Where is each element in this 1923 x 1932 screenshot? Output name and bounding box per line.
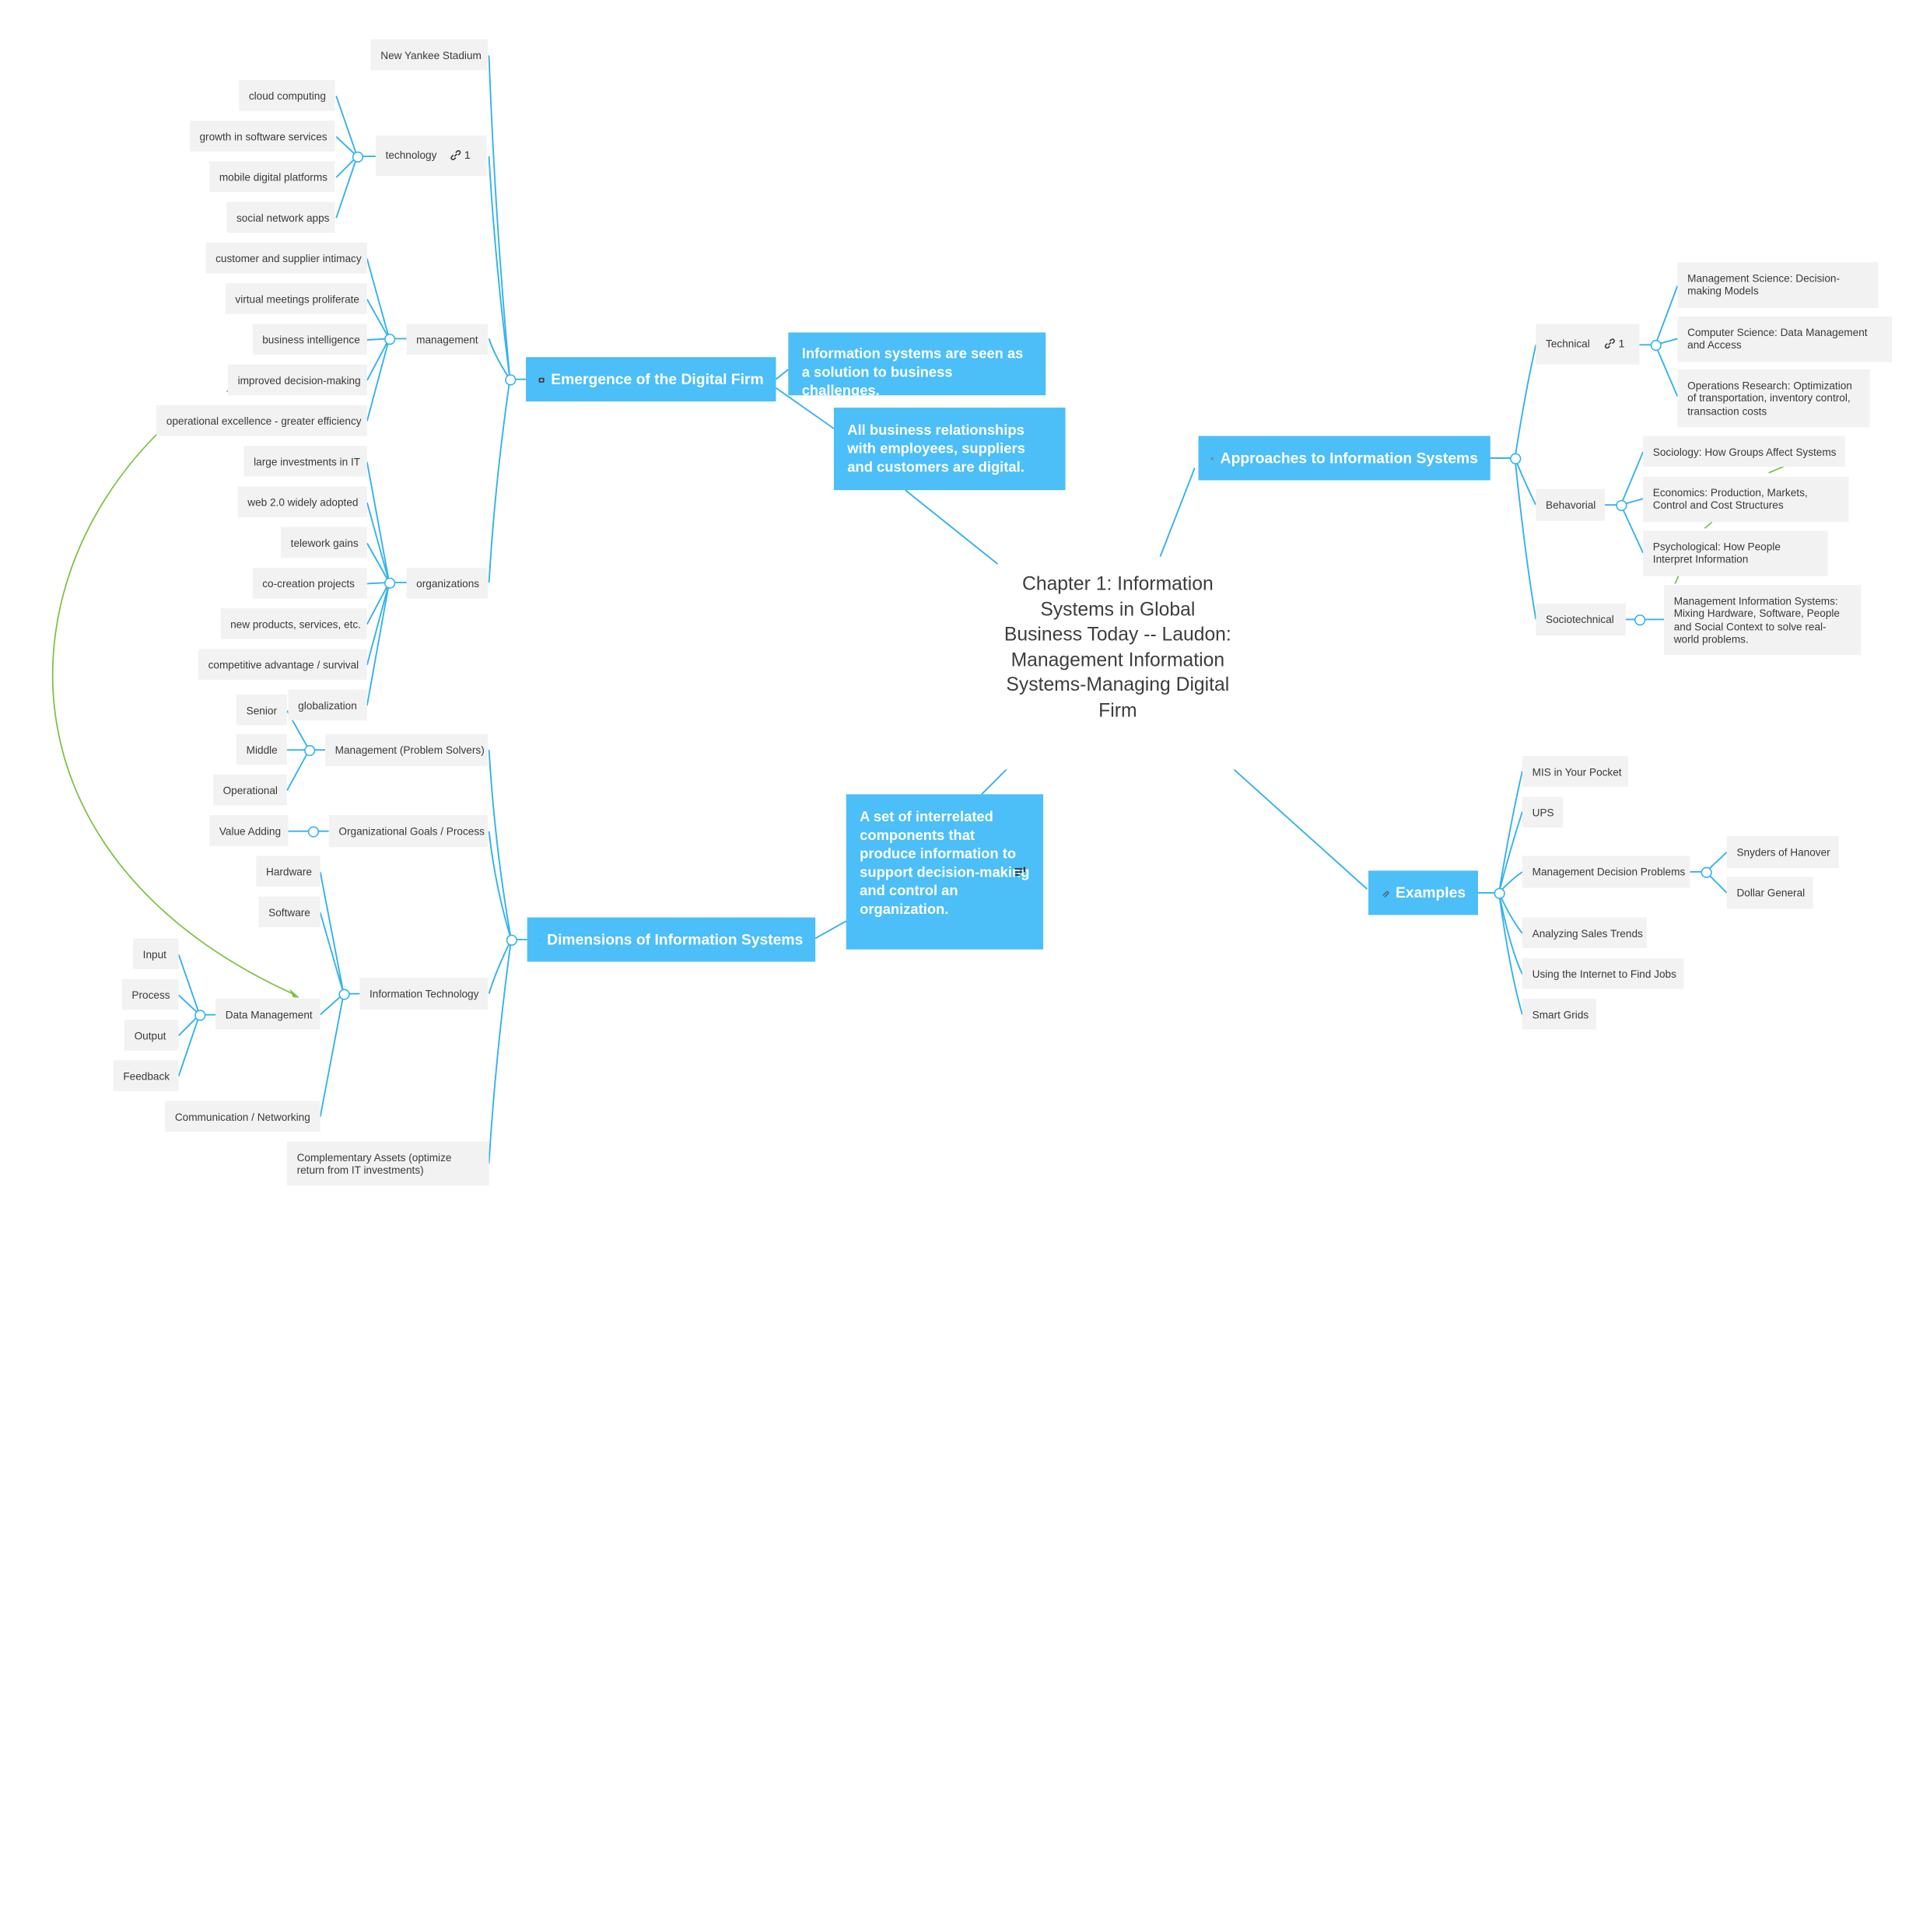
list-item[interactable]: competitive advantage / survival xyxy=(198,649,367,680)
list-item[interactable]: operational excellence - greater efficie… xyxy=(156,405,367,436)
list-item[interactable]: Psychological: How People Interpret Info… xyxy=(1643,530,1827,576)
list-item[interactable]: Value Adding xyxy=(209,815,288,846)
node-management[interactable]: management xyxy=(406,324,487,355)
list-item[interactable]: Management Information Systems: Mixing H… xyxy=(1664,585,1861,655)
topic-label: Approaches to Information Systems xyxy=(1221,450,1478,467)
link-count-badge[interactable]: 1 xyxy=(450,149,471,162)
callout-digital-relationships[interactable]: All business relationships with employee… xyxy=(834,408,1066,490)
list-item[interactable]: improved decision-making xyxy=(228,365,367,396)
node-technology[interactable]: technology 1 xyxy=(376,135,486,176)
central-topic[interactable]: Chapter 1: Information Systems in Global… xyxy=(1004,572,1231,725)
note-icon xyxy=(1015,867,1026,877)
junction-dot xyxy=(505,374,516,385)
list-item[interactable]: Senior xyxy=(236,695,287,726)
junction-dot xyxy=(1616,500,1627,511)
node-label: technology xyxy=(386,149,437,162)
node-new-yankee-stadium[interactable]: New Yankee Stadium xyxy=(371,40,488,71)
node-organizational-goals[interactable]: Organizational Goals / Process xyxy=(329,815,488,847)
list-item[interactable]: MIS in Your Pocket xyxy=(1522,756,1628,787)
callout-interrelated-components[interactable]: A set of interrelated components that pr… xyxy=(846,794,1043,949)
list-item[interactable]: growth in software services xyxy=(190,121,335,152)
list-item[interactable]: Management Science: Decision-making Mode… xyxy=(1677,262,1878,308)
node-data-management[interactable]: Data Management xyxy=(215,999,320,1030)
list-item[interactable]: Feedback xyxy=(114,1060,179,1091)
list-item[interactable]: new products, services, etc. xyxy=(220,608,366,639)
list-item[interactable]: telework gains xyxy=(281,527,367,558)
list-item[interactable]: Hardware xyxy=(256,856,320,887)
list-item[interactable]: Operational xyxy=(213,775,287,806)
topic-examples[interactable]: Examples xyxy=(1368,870,1478,915)
node-management-decision-problems[interactable]: Management Decision Problems xyxy=(1522,856,1690,887)
list-item[interactable]: Output xyxy=(124,1020,179,1051)
list-item[interactable]: Sociology: How Groups Affect Systems xyxy=(1643,436,1845,467)
list-item[interactable]: mobile digital platforms xyxy=(209,161,335,192)
node-behavioral[interactable]: Behavorial xyxy=(1536,489,1605,521)
node-information-technology[interactable]: Information Technology xyxy=(359,978,488,1010)
node-organizations[interactable]: organizations xyxy=(406,568,487,599)
list-item[interactable]: Computer Science: Data Management and Ac… xyxy=(1677,317,1891,362)
list-item[interactable]: Software xyxy=(258,897,320,928)
list-item[interactable]: Economics: Production, Markets, Control … xyxy=(1643,477,1848,523)
list-item[interactable]: UPS xyxy=(1522,796,1563,828)
link-count: 1 xyxy=(1618,338,1624,350)
book-icon xyxy=(1210,451,1214,464)
list-item[interactable]: business intelligence xyxy=(253,324,367,355)
junction-dot xyxy=(1701,867,1712,878)
junction-dot xyxy=(1494,888,1505,899)
list-item[interactable]: Communication / Networking xyxy=(165,1101,320,1132)
node-sociotechnical[interactable]: Sociotechnical xyxy=(1536,604,1626,635)
list-item[interactable]: Smart Grids xyxy=(1522,999,1596,1030)
list-item[interactable]: social network apps xyxy=(226,202,335,233)
list-item[interactable]: large investments in IT xyxy=(243,446,366,477)
junction-dot xyxy=(338,989,349,999)
callout-text: A set of interrelated components that pr… xyxy=(860,809,1029,917)
topic-label: Examples xyxy=(1396,884,1466,901)
list-item[interactable]: Analyzing Sales Trends xyxy=(1522,918,1647,949)
node-management-problem-solvers[interactable]: Management (Problem Solvers) xyxy=(325,734,488,766)
node-technical[interactable]: Technical 1 xyxy=(1536,324,1639,364)
list-item[interactable]: web 2.0 widely adopted xyxy=(238,486,367,517)
junction-dot xyxy=(1510,453,1521,464)
node-complementary-assets[interactable]: Complementary Assets (optimize return fr… xyxy=(287,1142,489,1186)
list-item[interactable]: globalization xyxy=(288,690,366,721)
junction-dot xyxy=(1651,340,1662,351)
list-item[interactable]: Input xyxy=(133,938,179,969)
camera-icon xyxy=(538,373,545,386)
gear-icon xyxy=(539,933,541,946)
callout-solution[interactable]: Information systems are seen as a soluti… xyxy=(788,332,1046,395)
junction-dot xyxy=(308,826,319,837)
topic-label: Emergence of the Digital Firm xyxy=(551,371,763,388)
link-count-badge[interactable]: 1 xyxy=(1603,338,1624,350)
topic-approaches[interactable]: Approaches to Information Systems xyxy=(1199,436,1490,480)
topic-dimensions[interactable]: Dimensions of Information Systems xyxy=(527,918,815,962)
link-icon xyxy=(450,149,462,162)
junction-dot xyxy=(384,578,395,589)
paperclip-icon xyxy=(1381,886,1389,899)
list-item[interactable]: Middle xyxy=(236,734,287,765)
list-item[interactable]: Process xyxy=(122,979,179,1010)
list-item[interactable]: Using the Internet to Find Jobs xyxy=(1522,958,1683,989)
junction-dot xyxy=(352,152,363,163)
list-item[interactable]: Operations Research: Optimization of tra… xyxy=(1677,369,1869,427)
list-item[interactable]: Dollar General xyxy=(1727,877,1813,908)
link-icon xyxy=(1603,338,1616,350)
link-count: 1 xyxy=(464,149,471,162)
list-item[interactable]: customer and supplier intimacy xyxy=(205,243,366,274)
junction-dot xyxy=(506,935,517,946)
junction-dot xyxy=(384,334,395,345)
node-label: Technical xyxy=(1546,338,1590,350)
junction-dot xyxy=(304,745,315,756)
topic-label: Dimensions of Information Systems xyxy=(547,931,803,948)
list-item[interactable]: virtual meetings proliferate xyxy=(226,283,367,314)
list-item[interactable]: co-creation projects xyxy=(253,568,367,599)
junction-dot xyxy=(1634,614,1645,625)
list-item[interactable]: cloud computing xyxy=(239,80,335,111)
topic-emergence-digital-firm[interactable]: Emergence of the Digital Firm xyxy=(526,357,776,401)
list-item[interactable]: Snyders of Hanover xyxy=(1727,836,1839,868)
junction-dot xyxy=(194,1010,205,1020)
